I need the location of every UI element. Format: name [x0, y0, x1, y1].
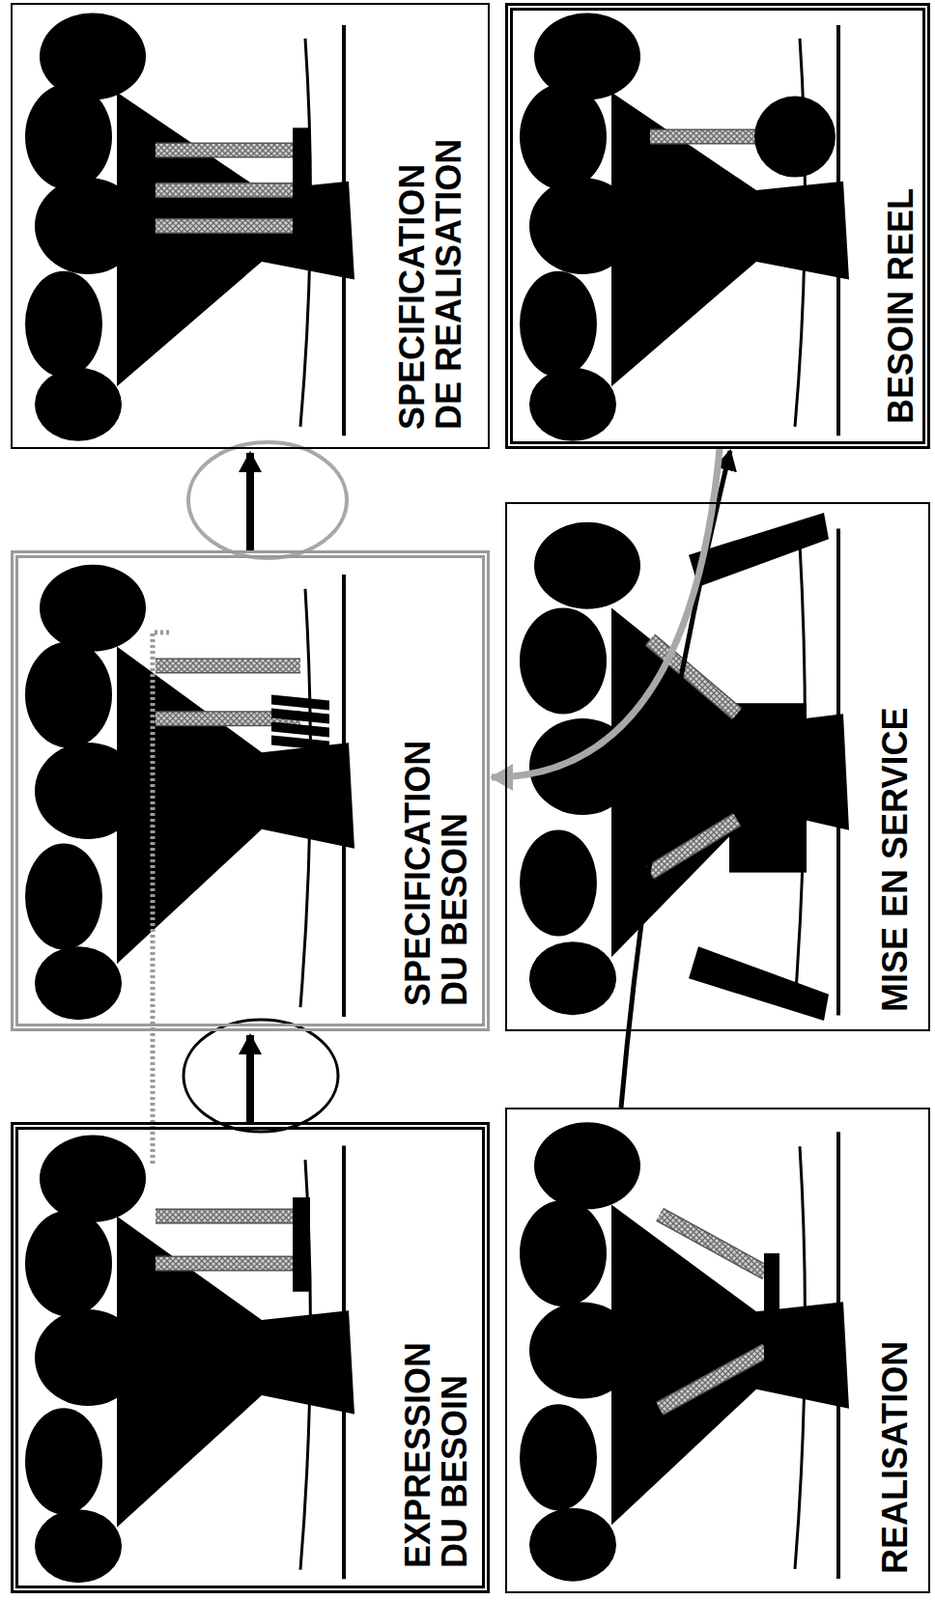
silhouette-part [25, 271, 103, 378]
workpiece [764, 1253, 780, 1371]
stage-label: EXPRESSION DU BESOIN [399, 1317, 474, 1569]
hatched-arm [155, 220, 296, 233]
hatched-arm [659, 1215, 766, 1274]
label-frame: REALISATION [877, 1168, 914, 1575]
stage-label: MISE EN SERVICE [877, 548, 914, 1013]
person-silhouette [25, 565, 355, 1020]
dotted-leader [152, 632, 170, 1164]
silhouette-part [39, 1135, 146, 1223]
hatched-arm [155, 182, 296, 199]
stage-label: REALISATION [877, 1168, 914, 1575]
silhouette-part [519, 830, 597, 937]
silhouette-part [25, 641, 113, 748]
hatched-arm [155, 218, 296, 234]
sheet-stack [271, 708, 330, 724]
hatched-arm [659, 1215, 766, 1274]
silhouette-body [611, 91, 850, 387]
silhouette-part [25, 1408, 103, 1515]
silhouette-part [529, 1508, 617, 1583]
silhouette-part [34, 1509, 122, 1584]
hatched-arm [155, 1257, 301, 1271]
hatched-arm [155, 1210, 301, 1223]
ground-line [341, 25, 346, 436]
label-frame: SPECIFICATION DE REALISATION [394, 120, 468, 430]
person-silhouette [519, 12, 850, 441]
label-frame: MISE EN SERVICE [877, 548, 914, 1013]
silhouette-part [25, 1210, 113, 1317]
stage-label: BESOIN REEL [882, 37, 920, 425]
stage-panel: SPECIFICATION DU BESOIN [10, 550, 490, 1032]
stage-label: SPECIFICATION DE REALISATION [394, 120, 468, 430]
silhouette-body [611, 1205, 850, 1527]
silhouette-body [611, 608, 850, 959]
silhouette-part [519, 607, 607, 714]
person-silhouette [519, 512, 850, 1021]
silhouette-part [529, 941, 617, 1016]
flow-arrow [246, 1035, 255, 1123]
silhouette-part [34, 368, 122, 442]
ball [754, 96, 836, 178]
hatched-arm [650, 820, 737, 874]
hatched-arm [650, 639, 737, 714]
stage-panel: SPECIFICATION DE REALISATION [10, 2, 490, 450]
stage-panel: BESOIN REEL [505, 2, 931, 450]
flow-arrow [246, 453, 255, 551]
sheet [292, 127, 311, 262]
arrow-ring [183, 1020, 339, 1133]
silhouette-part [39, 565, 146, 652]
silhouette-part [25, 844, 103, 951]
hatched-arm [155, 143, 296, 157]
hatched-arm [155, 1255, 301, 1272]
silhouette-part [25, 84, 113, 191]
silhouette-part [34, 946, 122, 1020]
label-frame: EXPRESSION DU BESOIN [399, 1317, 474, 1569]
sheet-stack [271, 735, 330, 751]
silhouette-body [116, 91, 355, 387]
stage-label: SPECIFICATION DU BESOIN [399, 716, 474, 1007]
label-frame: BESOIN REEL [882, 37, 920, 425]
silhouette-part [519, 271, 597, 378]
silhouette-part [529, 368, 617, 442]
silhouette-part [519, 1404, 597, 1511]
hatched-arm [155, 141, 296, 158]
label-frame: SPECIFICATION DU BESOIN [399, 716, 474, 1007]
person-silhouette [25, 1135, 355, 1585]
ground-line [300, 589, 311, 1008]
hatched-arm [155, 658, 301, 675]
hatched-arm [155, 659, 301, 673]
hatched-arm [659, 1351, 766, 1410]
hatched-arm [659, 1351, 766, 1410]
hatched-arm [155, 184, 296, 198]
machine [729, 703, 807, 873]
sheet-stack [271, 721, 330, 737]
silhouette-part [519, 84, 607, 191]
silhouette-part [534, 1122, 641, 1210]
person-silhouette [25, 12, 355, 441]
sheet [292, 1197, 311, 1293]
ground-line [341, 574, 346, 1018]
person-silhouette [519, 1122, 850, 1582]
hatched-arm [650, 639, 737, 714]
ground-line [836, 1132, 841, 1580]
limb [688, 946, 829, 1021]
stage-panel: MISE EN SERVICE [505, 502, 931, 1032]
silhouette-part [519, 1200, 607, 1307]
sheet-stack [271, 694, 330, 710]
stage-panel: EXPRESSION DU BESOIN [10, 1122, 490, 1594]
ground-line [836, 528, 841, 1016]
flow-arrow [491, 449, 720, 778]
hatched-arm [650, 820, 737, 874]
arrow-ring [188, 442, 347, 559]
hatched-arm [155, 1209, 301, 1225]
silhouette-body [116, 1217, 355, 1529]
flow-arrow [621, 451, 731, 1108]
silhouette-part [534, 522, 641, 610]
stage-panel: REALISATION [505, 1107, 931, 1594]
ground-line [794, 1146, 805, 1570]
ground-line [836, 25, 841, 436]
ground-line [341, 1145, 346, 1580]
